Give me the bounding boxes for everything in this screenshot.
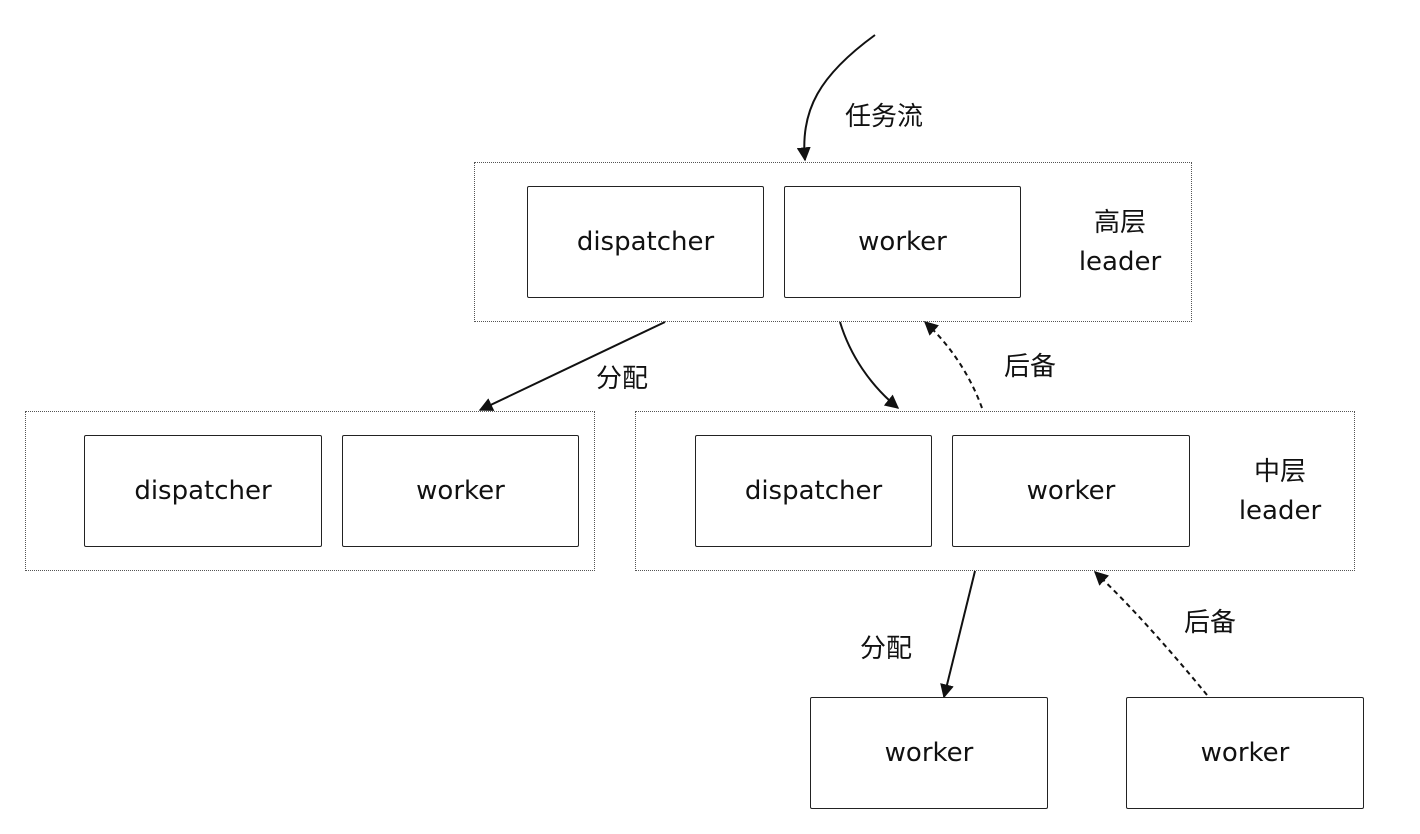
mid-worker-node: worker	[952, 435, 1190, 547]
backup-bottom-label: 后备	[1184, 608, 1237, 638]
top-dispatcher-node: dispatcher	[527, 186, 764, 298]
mid-leader-label-line2: leader	[1238, 496, 1322, 526]
left-worker-node: worker	[342, 435, 579, 547]
mid-leader-label: 中层 leader	[1238, 453, 1322, 531]
assign-bottom-label: 分配	[860, 634, 913, 664]
top-leader-label: 高层 leader	[1078, 204, 1162, 282]
left-dispatcher-node: dispatcher	[84, 435, 322, 547]
mid-leader-group	[635, 411, 1355, 571]
assign-bottom-arrow	[940, 570, 976, 699]
assign-left-arrow	[478, 321, 666, 411]
top-leader-label-line1: 高层	[1093, 208, 1146, 238]
mid-dispatcher-label: dispatcher	[744, 476, 883, 506]
bottom-worker-1-node: worker	[810, 697, 1048, 809]
mid-dispatcher-node: dispatcher	[695, 435, 932, 547]
backup-mid-label: 后备	[1004, 352, 1057, 382]
mid-worker-label: worker	[1026, 476, 1116, 506]
assign-mid-arrow	[839, 321, 900, 409]
top-leader-group	[474, 162, 1192, 322]
task-stream-arrow	[796, 34, 876, 162]
left-group	[25, 411, 595, 571]
top-dispatcher-label: dispatcher	[576, 227, 715, 257]
backup-mid-arrow	[923, 321, 983, 409]
top-leader-label-line2: leader	[1078, 247, 1162, 277]
top-worker-label: worker	[858, 227, 947, 257]
left-dispatcher-label: dispatcher	[134, 476, 272, 506]
bottom-worker-2-label: worker	[1200, 738, 1290, 768]
task-stream-label: 任务流	[845, 102, 924, 132]
bottom-worker-2-node: worker	[1126, 697, 1364, 809]
mid-leader-label-line1: 中层	[1253, 457, 1306, 487]
bottom-worker-1-label: worker	[884, 738, 974, 768]
backup-bottom-arrow	[1093, 571, 1208, 696]
top-worker-node: worker	[784, 186, 1021, 298]
left-worker-label: worker	[416, 476, 505, 506]
assign-left-label: 分配	[596, 364, 649, 394]
